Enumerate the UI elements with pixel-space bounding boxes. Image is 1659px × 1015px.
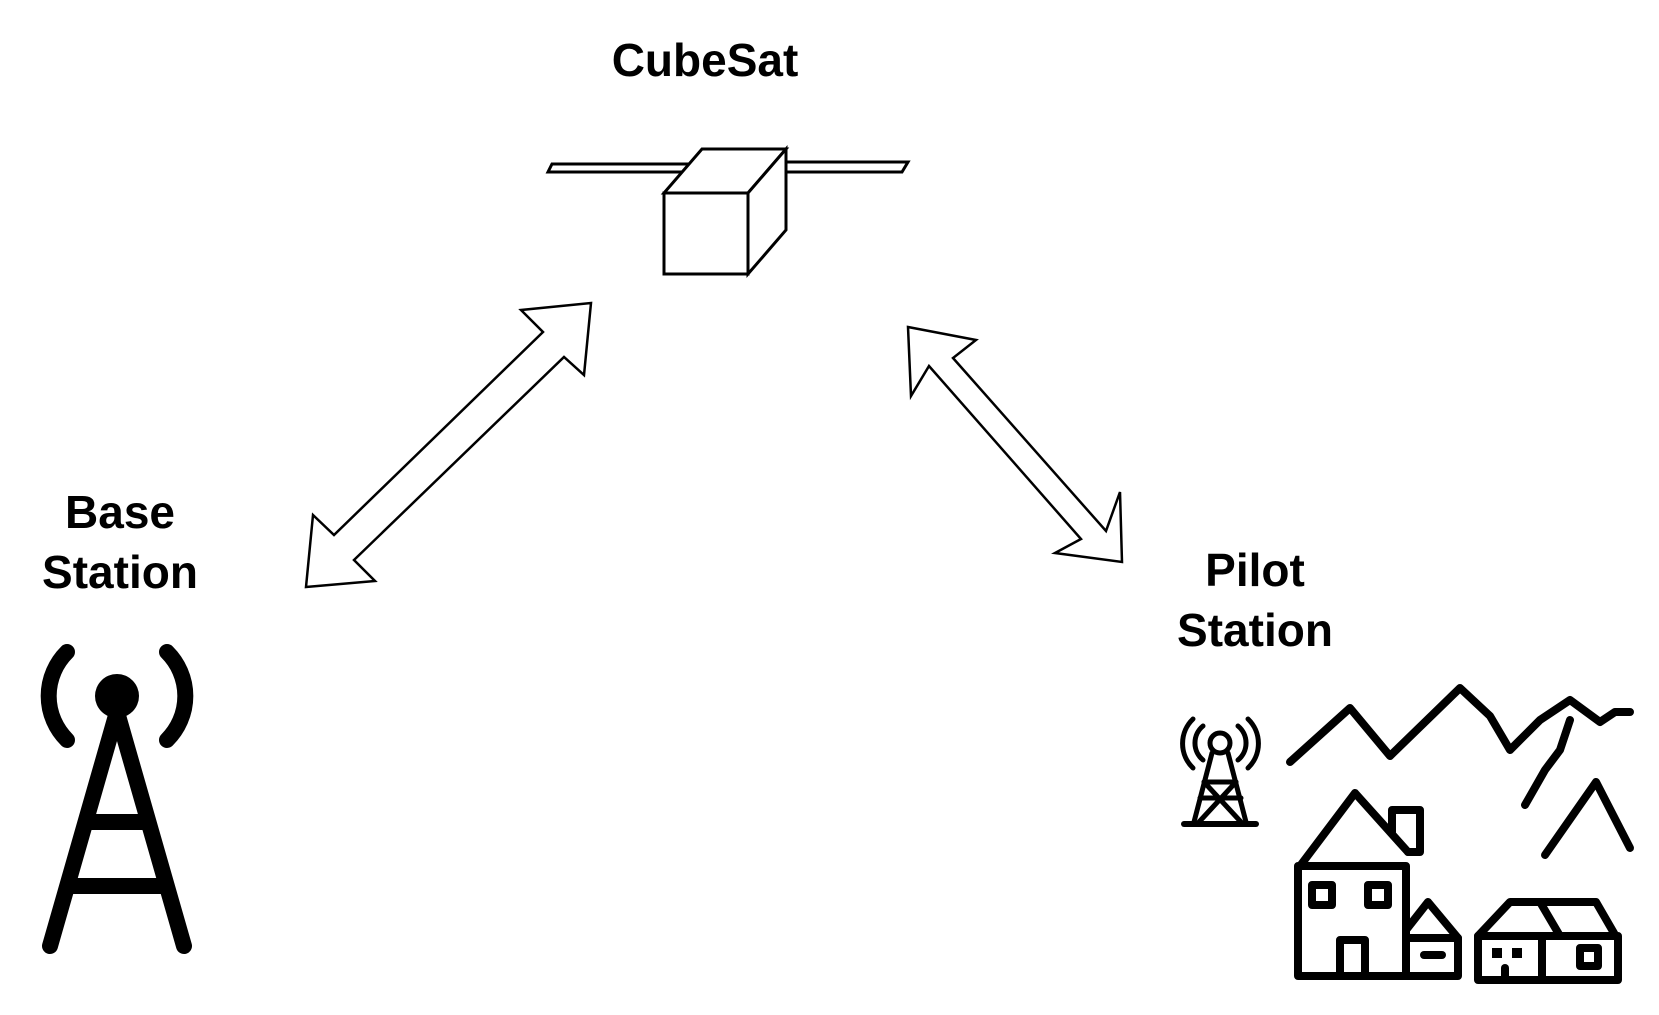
pilot-station-label: Pilot Station xyxy=(1130,540,1380,660)
annex-icon xyxy=(1402,898,1462,980)
small-house-icon xyxy=(1474,898,1622,984)
cube-front-face xyxy=(662,191,750,276)
link-arrow-cubesat-pilot xyxy=(906,325,1124,564)
link-arrow-base-cubesat xyxy=(304,301,593,589)
cubesat-label: CubeSat xyxy=(560,30,850,90)
cubesat-icon xyxy=(545,144,911,279)
base-station-label-line1: Base xyxy=(65,486,175,538)
pilot-station-label-line2: Station xyxy=(1177,604,1333,656)
solar-panel-left xyxy=(545,162,703,174)
signal-wave-left xyxy=(40,644,75,748)
signal-wave-right xyxy=(159,644,194,748)
tower-beacon xyxy=(95,674,139,718)
base-station-label-line2: Station xyxy=(42,546,198,598)
village-with-antenna-icon xyxy=(1180,684,1634,984)
radio-tower-icon xyxy=(40,644,194,954)
large-house-icon xyxy=(1294,789,1424,980)
small-antenna-icon xyxy=(1180,716,1261,827)
mountains-icon xyxy=(1286,684,1634,859)
base-station-label: Base Station xyxy=(0,482,240,602)
cubesat-label-text: CubeSat xyxy=(611,34,799,86)
tower-leg-right xyxy=(109,704,192,954)
pilot-station-label-line1: Pilot xyxy=(1205,544,1305,596)
